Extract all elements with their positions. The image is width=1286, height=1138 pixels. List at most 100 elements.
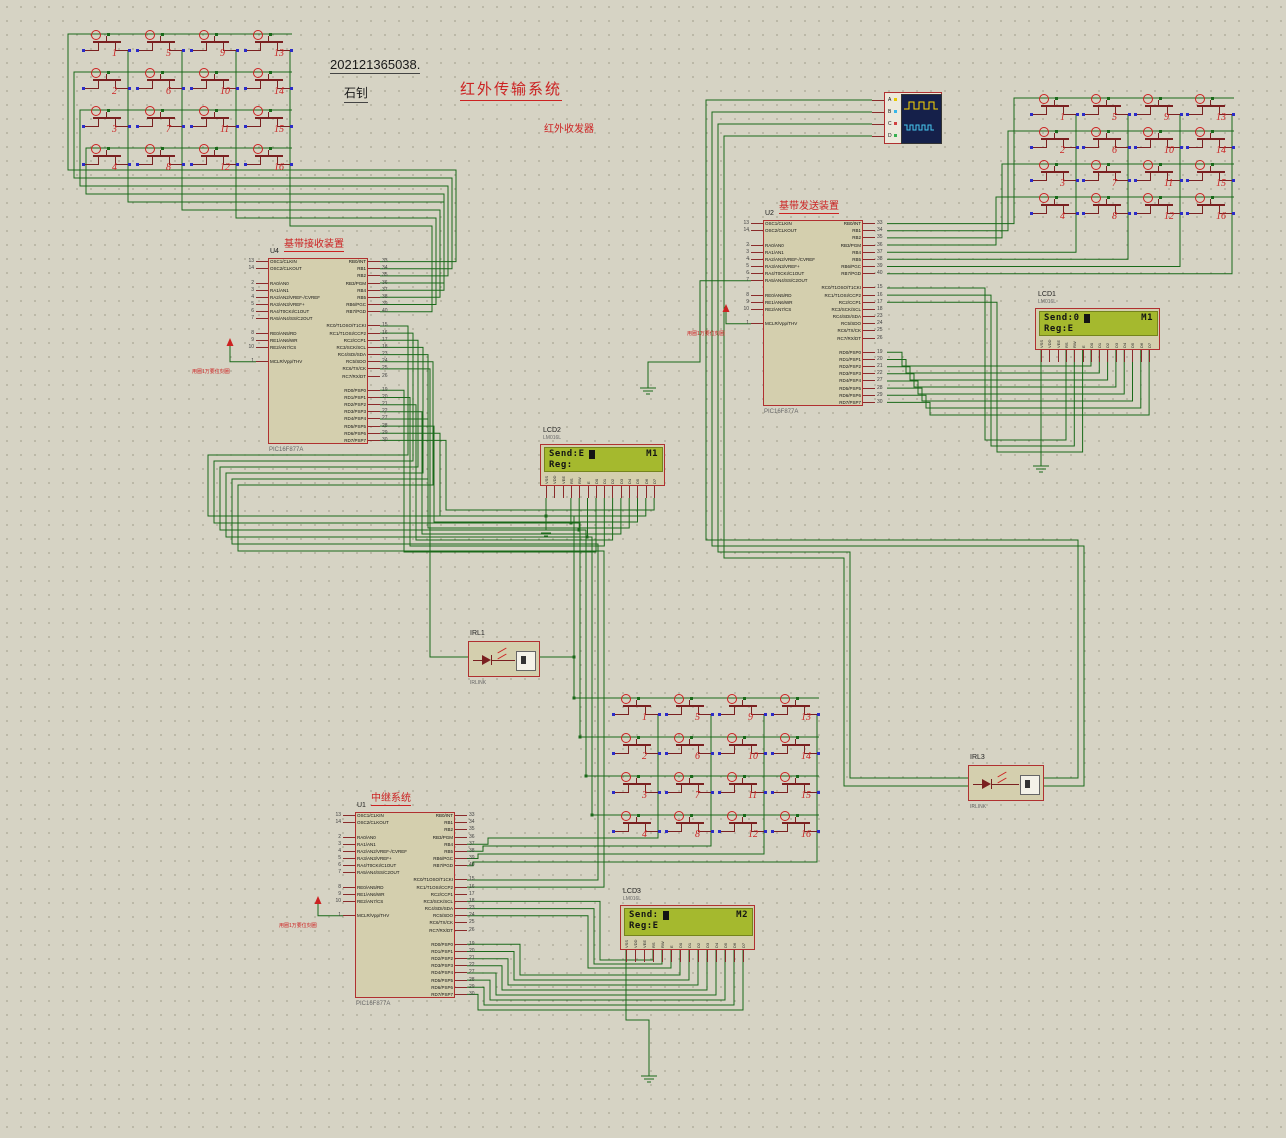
push-button-11[interactable]: 11: [190, 106, 239, 140]
lcd-pin-stub: [1049, 350, 1051, 362]
push-button-5[interactable]: 5: [1082, 94, 1131, 128]
push-button-2[interactable]: 2: [82, 68, 131, 102]
push-button-9[interactable]: 9: [718, 694, 767, 728]
push-button-3[interactable]: 3: [82, 106, 131, 140]
push-button-7[interactable]: 7: [665, 772, 714, 806]
pin-stub: [343, 836, 355, 838]
push-button-4[interactable]: 4: [82, 144, 131, 178]
push-button-3[interactable]: 3: [612, 772, 661, 806]
push-button-9[interactable]: 9: [1134, 94, 1183, 128]
lcd-pin-stub: [645, 486, 647, 498]
irlink-irl3[interactable]: [968, 765, 1044, 801]
pin-number: 21: [877, 363, 883, 370]
pin-stub: [368, 368, 380, 370]
button-contact: [1219, 173, 1220, 181]
button-actuator-bar: [782, 783, 810, 785]
push-button-10[interactable]: 10: [190, 68, 239, 102]
push-button-5[interactable]: 5: [665, 694, 714, 728]
irlink-irl1[interactable]: [468, 641, 540, 677]
push-button-14[interactable]: 14: [771, 733, 820, 767]
push-button-10[interactable]: 10: [718, 733, 767, 767]
lcd-pin-stub: [1132, 350, 1134, 362]
lcd-pin-label: D0: [678, 942, 683, 948]
junction-dot: [584, 774, 588, 778]
pin-number: 19: [382, 386, 388, 393]
lcd-pin-stub: [1041, 350, 1042, 362]
button-cap-icon: [674, 694, 684, 704]
push-button-13[interactable]: 13: [1186, 94, 1235, 128]
pin-stub: [455, 915, 467, 917]
button-terminal-right: [1064, 147, 1078, 148]
mcu-u1[interactable]: [355, 812, 455, 998]
button-terminal-right: [116, 164, 130, 165]
push-button-8[interactable]: 8: [136, 144, 185, 178]
button-contact: [223, 157, 224, 165]
button-contact: [645, 746, 646, 754]
push-button-8[interactable]: 8: [665, 811, 714, 845]
osc-pin-stub: [872, 135, 884, 137]
push-button-15[interactable]: 15: [771, 772, 820, 806]
pin-marker: [718, 791, 721, 794]
push-button-2[interactable]: 2: [1030, 127, 1079, 161]
button-terminal-right: [116, 126, 130, 127]
pin-stub: [455, 972, 467, 974]
button-number: 9: [1164, 112, 1169, 123]
mcu-u2[interactable]: [763, 220, 863, 406]
irl-ref: IRL3: [970, 754, 985, 761]
pin-name: RB0/INT: [843, 221, 861, 227]
button-terminal-right: [116, 88, 130, 89]
push-button-16[interactable]: 16: [1186, 193, 1235, 227]
pin-marker: [1180, 179, 1183, 182]
push-button-12[interactable]: 12: [1134, 193, 1183, 227]
push-button-1[interactable]: 1: [612, 694, 661, 728]
push-button-14[interactable]: 14: [1186, 127, 1235, 161]
pin-name: RD6/PSP6: [431, 984, 453, 990]
push-button-3[interactable]: 3: [1030, 160, 1079, 194]
push-button-5[interactable]: 5: [136, 30, 185, 64]
button-actuator-bar: [93, 79, 121, 81]
push-button-12[interactable]: 12: [718, 811, 767, 845]
button-contact: [734, 824, 735, 832]
push-button-15[interactable]: 15: [244, 106, 293, 140]
push-button-4[interactable]: 4: [612, 811, 661, 845]
push-button-15[interactable]: 15: [1186, 160, 1235, 194]
push-button-8[interactable]: 8: [1082, 193, 1131, 227]
pin-number: 37: [877, 248, 883, 255]
pin-name: RB5: [852, 256, 861, 262]
push-button-11[interactable]: 11: [1134, 160, 1183, 194]
mcu-u4[interactable]: [268, 258, 368, 444]
junction-dot: [215, 109, 218, 112]
push-button-2[interactable]: 2: [612, 733, 661, 767]
push-button-14[interactable]: 14: [244, 68, 293, 102]
push-button-7[interactable]: 7: [1082, 160, 1131, 194]
push-button-6[interactable]: 6: [136, 68, 185, 102]
pin-stub: [455, 986, 467, 988]
push-button-7[interactable]: 7: [136, 106, 185, 140]
push-button-12[interactable]: 12: [190, 144, 239, 178]
pin-name: MCLR/Vpp/THV: [765, 321, 798, 327]
push-button-1[interactable]: 1: [82, 30, 131, 64]
ground-symbol: [1033, 465, 1049, 473]
button-actuator-bar: [1145, 138, 1173, 140]
push-button-13[interactable]: 13: [771, 694, 820, 728]
pin-name: RB0/INT: [435, 813, 453, 819]
pin-marker: [1134, 146, 1137, 149]
push-button-16[interactable]: 16: [771, 811, 820, 845]
wire: [79, 109, 449, 277]
button-actuator-bar: [1197, 171, 1225, 173]
push-button-9[interactable]: 9: [190, 30, 239, 64]
push-button-4[interactable]: 4: [1030, 193, 1079, 227]
push-button-13[interactable]: 13: [244, 30, 293, 64]
pin-number: 19: [877, 348, 883, 355]
pin-stub: [455, 979, 467, 981]
push-button-16[interactable]: 16: [244, 144, 293, 178]
push-button-6[interactable]: 6: [1082, 127, 1131, 161]
pin-marker: [665, 713, 668, 716]
push-button-1[interactable]: 1: [1030, 94, 1079, 128]
push-button-11[interactable]: 11: [718, 772, 767, 806]
push-button-6[interactable]: 6: [665, 733, 714, 767]
pin-number: 38: [382, 293, 388, 300]
push-button-10[interactable]: 10: [1134, 127, 1183, 161]
osc-channel-label: C: [888, 121, 892, 127]
